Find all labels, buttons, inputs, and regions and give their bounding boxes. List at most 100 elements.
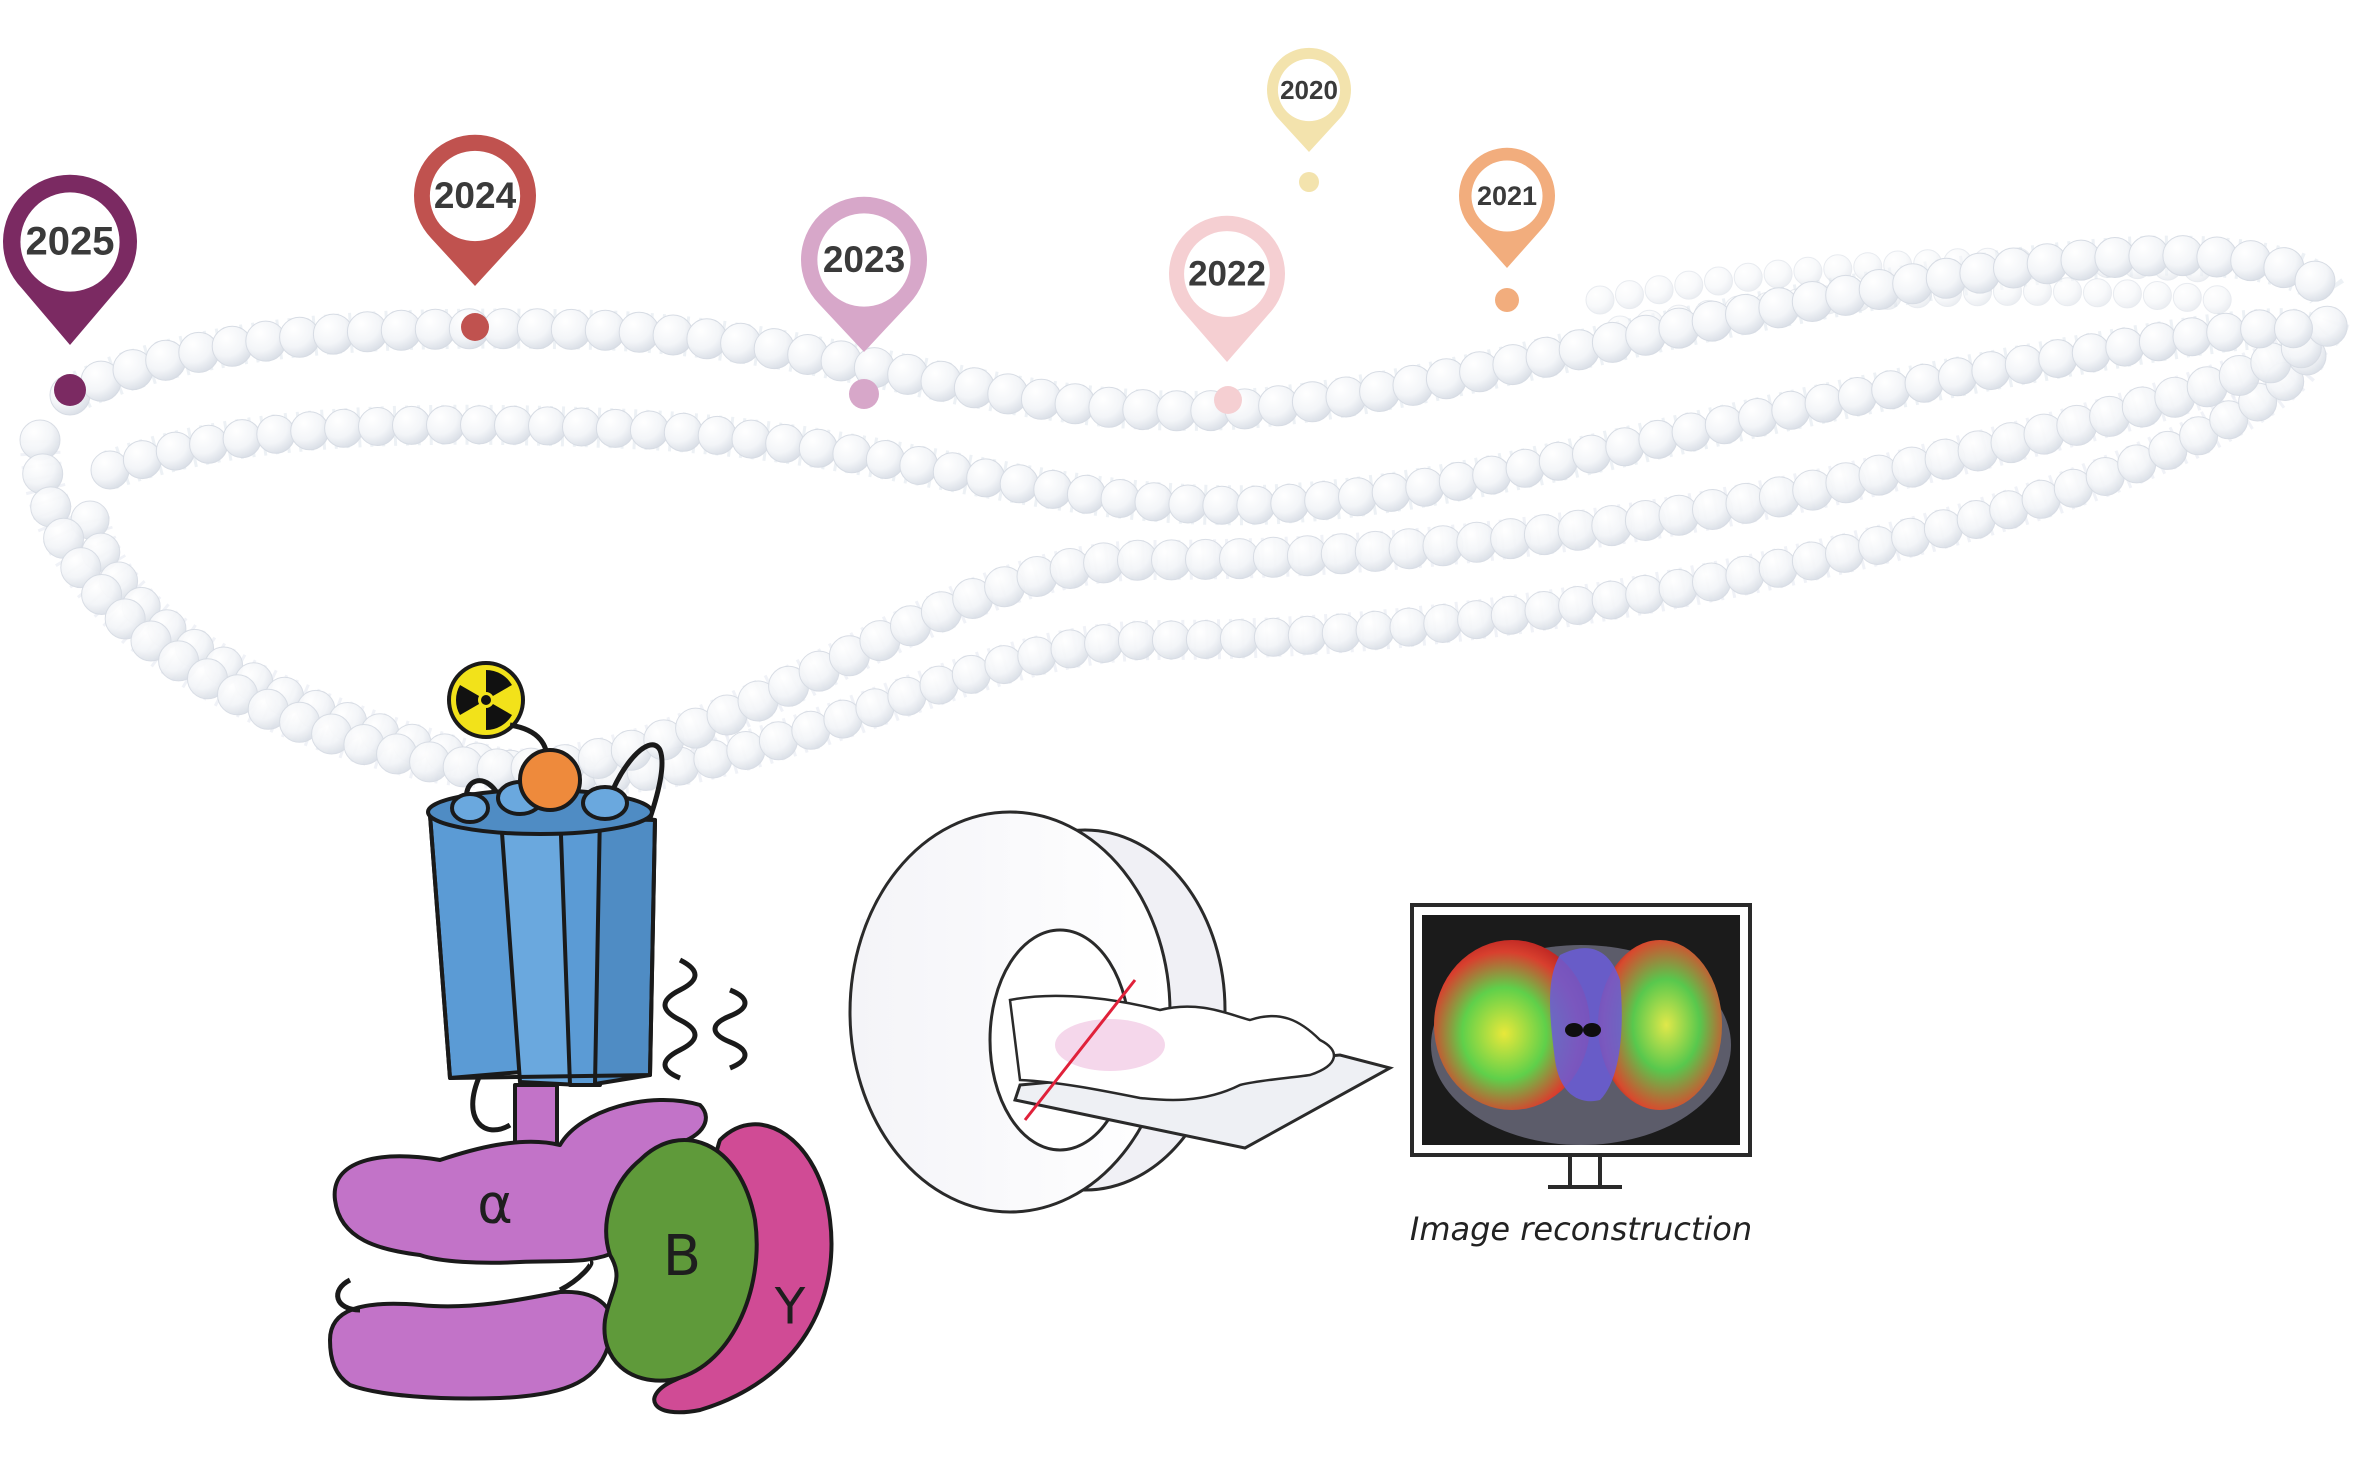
lipid-head	[933, 453, 971, 491]
lipid-head	[1726, 556, 1764, 594]
lipid-head	[2106, 328, 2144, 366]
lipid-head	[1186, 621, 1224, 659]
lipid-head	[1220, 620, 1258, 658]
lipid-head	[952, 655, 990, 693]
lipid-head	[1372, 473, 1410, 511]
lipid-head	[123, 441, 161, 479]
lipid-head	[1322, 614, 1360, 652]
lipid-head	[1616, 281, 1644, 309]
lipid-head	[985, 646, 1023, 684]
lipid-head	[1390, 608, 1428, 646]
lipid-head	[2139, 323, 2177, 361]
ligand	[520, 750, 580, 810]
lipid-head	[2275, 310, 2313, 348]
airway	[1583, 1023, 1601, 1037]
timeline-dot-2025	[54, 374, 86, 406]
reconstruction-monitor: Image reconstruction	[1410, 905, 1752, 1248]
lipid-head	[1000, 465, 1038, 503]
lipid-head	[1764, 260, 1792, 288]
lipid-head	[325, 409, 363, 447]
lipid-head	[900, 447, 938, 485]
lipid-head	[1675, 271, 1703, 299]
receptor-stalk	[515, 1085, 557, 1145]
lipid-head	[1458, 601, 1496, 639]
lipid-head	[2054, 278, 2082, 306]
lipid-head	[2173, 318, 2211, 356]
lipid-head	[1034, 470, 1072, 508]
lipid-head	[1606, 428, 1644, 466]
lipid-head	[1356, 611, 1394, 649]
lipid-head	[2207, 313, 2245, 351]
lipid-head	[1734, 263, 1762, 291]
lipid-head	[967, 459, 1005, 497]
lipid-head	[563, 408, 601, 446]
lipid-head	[223, 420, 261, 458]
lipid-head	[1135, 483, 1173, 521]
lipid-head	[495, 406, 533, 444]
milestone-pin-2021[interactable]: 2021	[1459, 148, 1555, 312]
lipid-head	[1872, 371, 1910, 409]
pin-year-label: 2021	[1477, 181, 1537, 211]
lipid-head	[799, 429, 837, 467]
lipid-head	[1924, 510, 1962, 548]
lipid-head	[1152, 621, 1190, 659]
lipid-head	[1101, 480, 1139, 518]
lipid-head	[1305, 482, 1343, 520]
pin-year-label: 2024	[434, 175, 517, 216]
lipid-head	[1645, 276, 1673, 304]
lipid-head	[1905, 364, 1943, 402]
lipid-head	[1169, 485, 1207, 523]
emission-wave	[665, 960, 695, 1078]
intracellular-loop	[473, 1075, 510, 1130]
lipid-head	[1826, 534, 1864, 572]
gpcr-receptor-illustration: α Y B	[330, 662, 831, 1412]
milestone-pin-2020[interactable]: 2020	[1267, 48, 1351, 192]
lipid-head	[1573, 435, 1611, 473]
lipid-head	[1794, 257, 1822, 285]
lipid-head	[1705, 406, 1743, 444]
lipid-head	[1859, 527, 1897, 565]
lipid-head	[1491, 596, 1529, 634]
monitor-stand	[1598, 1157, 1602, 1187]
lipid-head	[1626, 575, 1664, 613]
pin-year-label: 2025	[26, 220, 115, 264]
lipid-head	[461, 406, 499, 444]
lipid-head	[156, 432, 194, 470]
lipid-head	[1559, 587, 1597, 625]
lipid-head	[2295, 261, 2335, 301]
lipid-head	[2143, 282, 2171, 310]
mediastinum	[1550, 948, 1622, 1101]
lipid-head	[1018, 637, 1056, 675]
lipid-head	[2084, 279, 2112, 307]
lipid-head	[1254, 618, 1292, 656]
lipid-head	[1705, 267, 1733, 295]
lipid-head	[291, 412, 329, 450]
lipid-head	[2072, 334, 2110, 372]
monitor-stand	[1568, 1157, 1572, 1187]
timeline-dot-2024	[461, 313, 489, 341]
lipid-head	[1237, 486, 1275, 524]
monitor-caption: Image reconstruction	[1410, 1210, 1752, 1248]
lipid-head	[1739, 399, 1777, 437]
lipid-head	[1805, 384, 1843, 422]
lipid-head	[1271, 484, 1309, 522]
pin-year-label: 2023	[823, 239, 905, 280]
lipid-head	[732, 420, 770, 458]
lipid-head	[529, 407, 567, 445]
lipid-head	[1506, 449, 1544, 487]
lipid-head	[190, 425, 228, 463]
lipid-head	[1659, 308, 1699, 348]
lipid-head	[1439, 462, 1477, 500]
lipid-head	[1118, 622, 1156, 660]
lipid-head	[2307, 306, 2347, 346]
lipid-head	[1586, 286, 1614, 314]
lipid-head	[2203, 286, 2231, 314]
milestone-pin-2022[interactable]: 2022	[1169, 216, 1285, 414]
lipid-head	[2039, 340, 2077, 378]
emission-wave	[715, 990, 745, 1068]
lipid-head	[1085, 625, 1123, 663]
timeline-dot-2022	[1214, 386, 1242, 414]
lipid-head	[1957, 501, 1995, 539]
airway	[1565, 1023, 1583, 1037]
